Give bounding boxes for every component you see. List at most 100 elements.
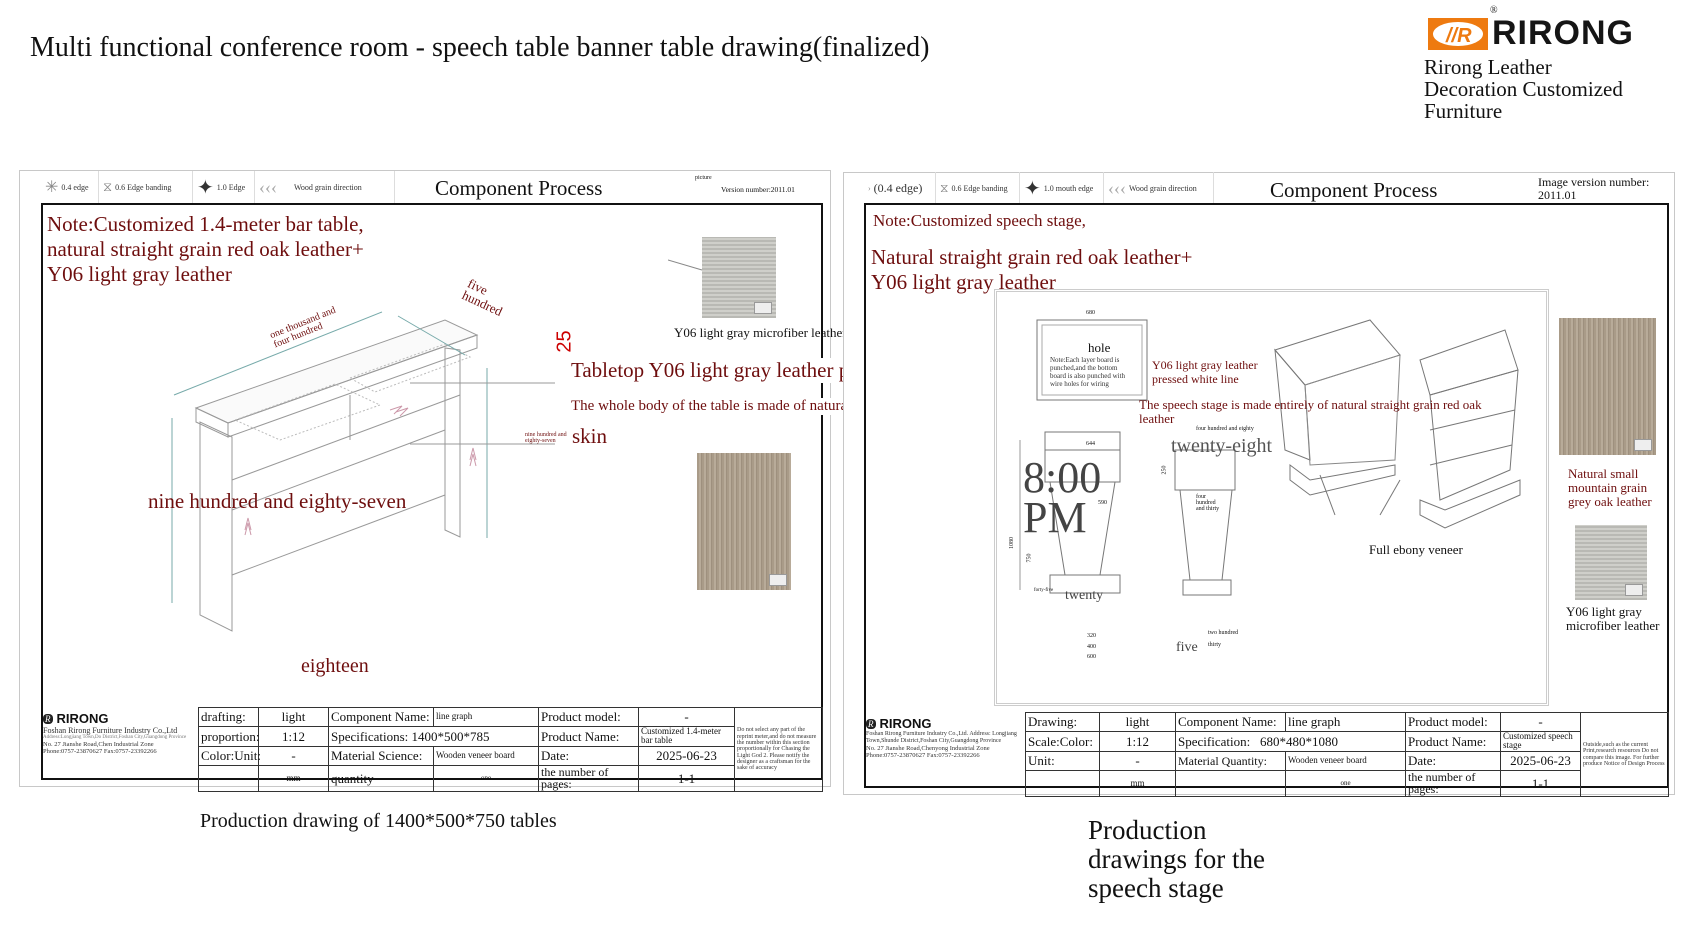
note-line: Note:Customized 1.4-meter bar table, <box>47 212 364 236</box>
skin-label: skin <box>572 424 608 448</box>
legend-label: 1.0 mouth edge <box>1043 183 1094 193</box>
cell-value: 1-1 <box>1500 769 1581 798</box>
label-line: thirty <box>1208 642 1221 648</box>
small-height-label: nine hundred and eighty-seven <box>525 432 567 444</box>
cell-label: Product model: <box>1405 712 1501 732</box>
label-line: pressed white line <box>1152 372 1239 386</box>
speech-stage-drawing-panel <box>843 172 1675 795</box>
label-line: Y06 light gray leather <box>1152 358 1258 372</box>
brand-logo: //R RIRONG ® <box>1428 5 1634 53</box>
dim-320: 320 <box>1087 633 1096 639</box>
caption-line: speech stage <box>1088 873 1224 903</box>
five-label: five <box>1176 640 1198 655</box>
two-thirty-label: two hundred thirty <box>1208 630 1238 648</box>
label-line: mountain grain <box>1568 480 1648 495</box>
right-header-row: ›(0.4 edge) ⧖0.6 Edge banding ✦1.0 mouth… <box>864 172 1669 204</box>
cell-label: Product Name: <box>1405 731 1501 752</box>
footer-logo-text: RIRONG <box>56 711 109 726</box>
cell-label: the number of pages: <box>538 764 639 793</box>
legend-04-edge: ✳0.4 edge <box>41 171 99 203</box>
hourglass-icon: ⧖ <box>940 180 949 195</box>
legend-label: 0.6 Edge banding <box>951 183 1008 193</box>
cell-spec: Specification: 680*480*1080 <box>1175 731 1406 752</box>
cell-value: Customized speech stage <box>1500 731 1581 752</box>
swatch1-label: Y06 light gray microfiber leather <box>674 325 847 340</box>
height-dimension-label: nine hundred and eighty-seven <box>148 489 407 513</box>
cell-value: Wooden veneer board <box>1285 750 1406 771</box>
left-notice: Do not select any part of the reprint me… <box>734 706 823 793</box>
spec-label: Specification: <box>1178 733 1251 749</box>
cell-label: Product model: <box>538 707 639 727</box>
company-name: Foshan Rirong Furniture Industry Co.,Ltd… <box>866 731 1017 744</box>
logo-text: RIRONG <box>1492 14 1634 52</box>
legend-label: Wood grain direction <box>1128 183 1197 193</box>
cell-value: light <box>1099 712 1176 732</box>
hourglass-icon: ⧖ <box>103 179 113 194</box>
cell-value: - <box>638 707 735 727</box>
brand-subtitle-line: Furniture <box>1424 99 1503 123</box>
cell-label: Unit: <box>1025 750 1100 771</box>
cell-label: Material Science: <box>328 745 434 766</box>
dim-400: 400 <box>1087 644 1096 650</box>
bar-table-isometric-drawing <box>171 311 555 632</box>
wood-grain-arrow-icon: ‹‹‹ <box>259 176 277 197</box>
swatch-mountain-grain-oak <box>1559 318 1656 455</box>
chevron-icon: › <box>868 183 871 193</box>
cell-value: Wooden veneer board <box>433 745 539 766</box>
cell-value: mm <box>258 764 329 793</box>
time-ampm: PM <box>1023 493 1087 542</box>
registered-mark: ® <box>1490 5 1498 16</box>
brand-subtitle-line: Decoration Customized <box>1424 77 1623 101</box>
label-line: two hundred <box>1208 630 1239 636</box>
caption-line: Production <box>1088 815 1207 845</box>
company-street: No. 27 Jianshe Road,Chenyong Industrial … <box>866 744 990 752</box>
swatch-leader-line <box>668 259 703 271</box>
right-caption: Production drawings for the speech stage <box>1088 816 1265 903</box>
cell-label: drafting: <box>198 707 259 727</box>
four-eighty-label: four hundred and eighty <box>1196 426 1254 432</box>
legend-wood-grain: ‹‹‹Wood grain direction <box>1104 172 1214 204</box>
swatch-y06-microfiber <box>1575 525 1647 600</box>
spec-value: 1400*500*785 <box>411 728 490 744</box>
header-version: Image version number: 2011.01 <box>1538 175 1650 202</box>
asterisk-icon: ✳ <box>45 179 59 196</box>
speech-stage-note: Note:Customized speech stage, <box>873 211 1086 230</box>
label-line: grey oak leather <box>1568 494 1652 509</box>
cell-value: light <box>258 707 329 727</box>
left-header-row: ✳0.4 edge ⧖0.6 Edge banding ✦1.0 Edge ‹‹… <box>41 171 831 203</box>
dim-750: 750 <box>1026 553 1033 563</box>
note-line: Y06 light gray leather <box>47 262 232 286</box>
brand-subtitle-line: Rirong Leather <box>1424 55 1552 79</box>
cell-label: Scale:Color: <box>1025 731 1100 752</box>
wood-grain-arrow-icon: ‹‹‹ <box>1108 177 1126 198</box>
legend-label: 0.6 Edge banding <box>115 182 172 192</box>
spec-value: 680*480*1080 <box>1259 733 1338 749</box>
note-line: natural straight grain red oak leather+ <box>47 237 364 261</box>
twenty-label: twenty <box>1065 588 1104 603</box>
cell-label: the number of pages: <box>1405 769 1501 798</box>
stage-body-label: The speech stage is made entirely of nat… <box>1139 398 1482 426</box>
brand-subtitle: Rirong Leather Decoration Customized Fur… <box>1424 56 1623 122</box>
right-notice: Outside,such as the current Print,resear… <box>1580 711 1669 798</box>
hole-note: Note:Each layer board is punched,and the… <box>1050 356 1126 389</box>
note-line: Natural straight grain red oak leather+ <box>871 245 1193 269</box>
header-title: Component Process <box>1270 178 1438 202</box>
label-line: leather <box>1139 411 1175 426</box>
legend-10-edge: ✦1.0 Edge <box>193 171 255 203</box>
footer-logo-text: RIRONG <box>879 716 932 731</box>
diamond-star-icon: ✦ <box>197 176 214 199</box>
bar-table-note: Note:Customized 1.4-meter bar table, nat… <box>47 212 364 287</box>
dim-644: 644 <box>1086 441 1095 447</box>
cell-label: Color:Unit: <box>198 745 261 766</box>
cell-value: 2025-06-23 <box>1500 750 1581 771</box>
dim-250: 250 <box>1161 465 1168 475</box>
header-title: Component Process <box>435 176 603 200</box>
cell-value: 1:12 <box>258 726 329 747</box>
